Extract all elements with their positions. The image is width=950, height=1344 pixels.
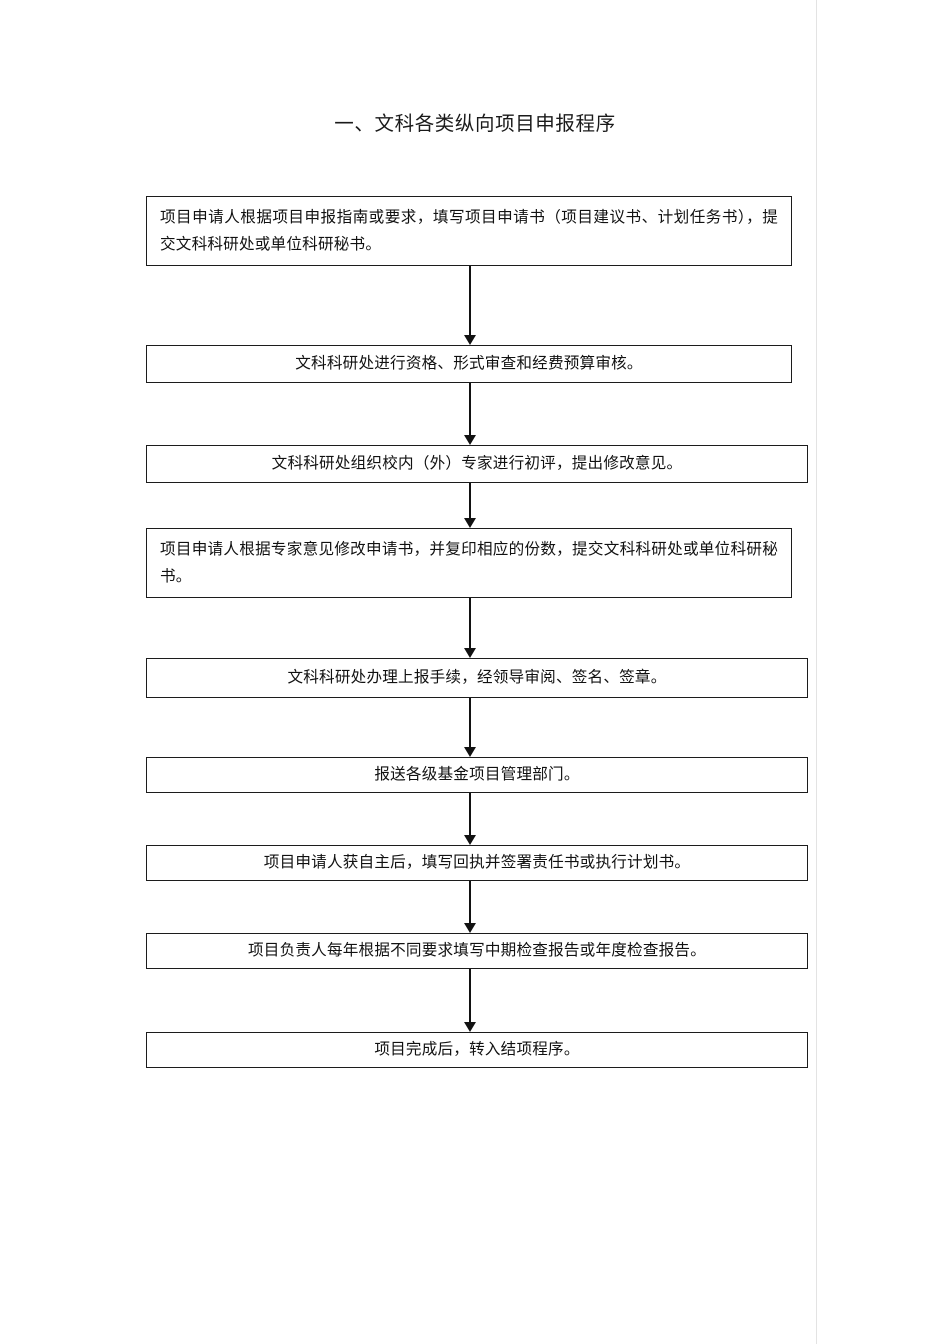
flow-node-expert-preliminary-review[interactable]: 文科科研处组织校内（外）专家进行初评，提出修改意见。 (146, 445, 808, 483)
arrow-head-icon (463, 1022, 476, 1032)
flow-node-revise-and-copy[interactable]: 项目申请人根据专家意见修改申请书，并复印相应的份数，提交文科科研处或单位科研秘书… (146, 528, 792, 598)
flow-node-label: 文科科研处组织校内（外）专家进行初评，提出修改意见。 (271, 454, 683, 473)
arrow-stem (469, 383, 471, 435)
flow-node-label: 项目申请人获自主后，填写回执并签署责任书或执行计划书。 (263, 853, 691, 872)
flow-node-label: 项目负责人每年根据不同要求填写中期检查报告或年度检查报告。 (247, 941, 707, 960)
flow-node-annual-inspection-report[interactable]: 项目负责人每年根据不同要求填写中期检查报告或年度检查报告。 (146, 933, 808, 969)
arrow-stem (469, 881, 471, 923)
flow-node-project-completion[interactable]: 项目完成后，转入结项程序。 (146, 1032, 808, 1068)
flow-node-leader-signature[interactable]: 文科科研处办理上报手续，经领导审阅、签名、签章。 (146, 658, 808, 698)
flow-node-label: 项目申请人根据专家意见修改申请书，并复印相应的份数，提交文科科研处或单位科研秘书… (160, 539, 778, 585)
flow-node-qualification-review[interactable]: 文科科研处进行资格、形式审查和经费预算审核。 (146, 345, 792, 383)
flow-node-application-form[interactable]: 项目申请人根据项目申报指南或要求，填写项目申请书（项目建议书、计划任务书），提交… (146, 196, 792, 266)
arrow-stem (469, 266, 471, 335)
arrow-stem (469, 793, 471, 835)
arrow-head-icon (463, 923, 476, 933)
arrow-stem (469, 698, 471, 747)
flow-node-submit-to-fund-department[interactable]: 报送各级基金项目管理部门。 (146, 757, 808, 793)
arrow-head-icon (463, 835, 476, 845)
arrow-stem (469, 483, 471, 518)
flow-node-label: 项目申请人根据项目申报指南或要求，填写项目申请书（项目建议书、计划任务书），提交… (160, 207, 778, 253)
arrow-stem (469, 598, 471, 648)
flow-node-label: 项目完成后，转入结项程序。 (374, 1040, 580, 1059)
arrow-head-icon (463, 648, 476, 658)
flow-node-label: 文科科研处办理上报手续，经领导审阅、签名、签章。 (287, 668, 667, 687)
arrow-head-icon (463, 518, 476, 528)
flow-node-receipt-and-responsibility[interactable]: 项目申请人获自主后，填写回执并签署责任书或执行计划书。 (146, 845, 808, 881)
arrow-head-icon (463, 435, 476, 445)
arrow-head-icon (463, 747, 476, 757)
arrow-stem (469, 969, 471, 1022)
flow-node-label: 文科科研处进行资格、形式审查和经费预算审核。 (295, 354, 643, 373)
arrow-head-icon (463, 335, 476, 345)
flow-node-label: 报送各级基金项目管理部门。 (374, 765, 580, 784)
page-guide-rule (816, 0, 817, 1344)
page-title: 一、文科各类纵向项目申报程序 (334, 112, 616, 135)
